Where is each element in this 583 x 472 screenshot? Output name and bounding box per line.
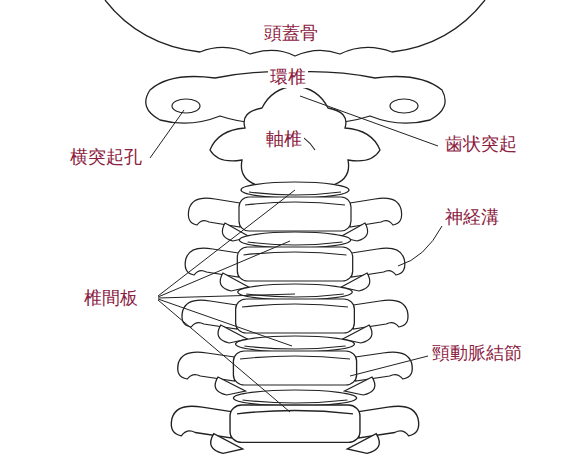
part-name: 神経溝 <box>443 206 501 228</box>
part-name: 横突起孔 <box>68 146 144 168</box>
part-name: 椎間板 <box>82 287 140 309</box>
bone-name: 環椎 <box>268 66 308 88</box>
part-name: 歯状突起 <box>443 133 519 155</box>
bone-name: 頭蓋骨 <box>262 22 320 44</box>
part-name: 頸動脈結節 <box>430 342 524 364</box>
bone-name: 軸椎 <box>264 128 304 150</box>
